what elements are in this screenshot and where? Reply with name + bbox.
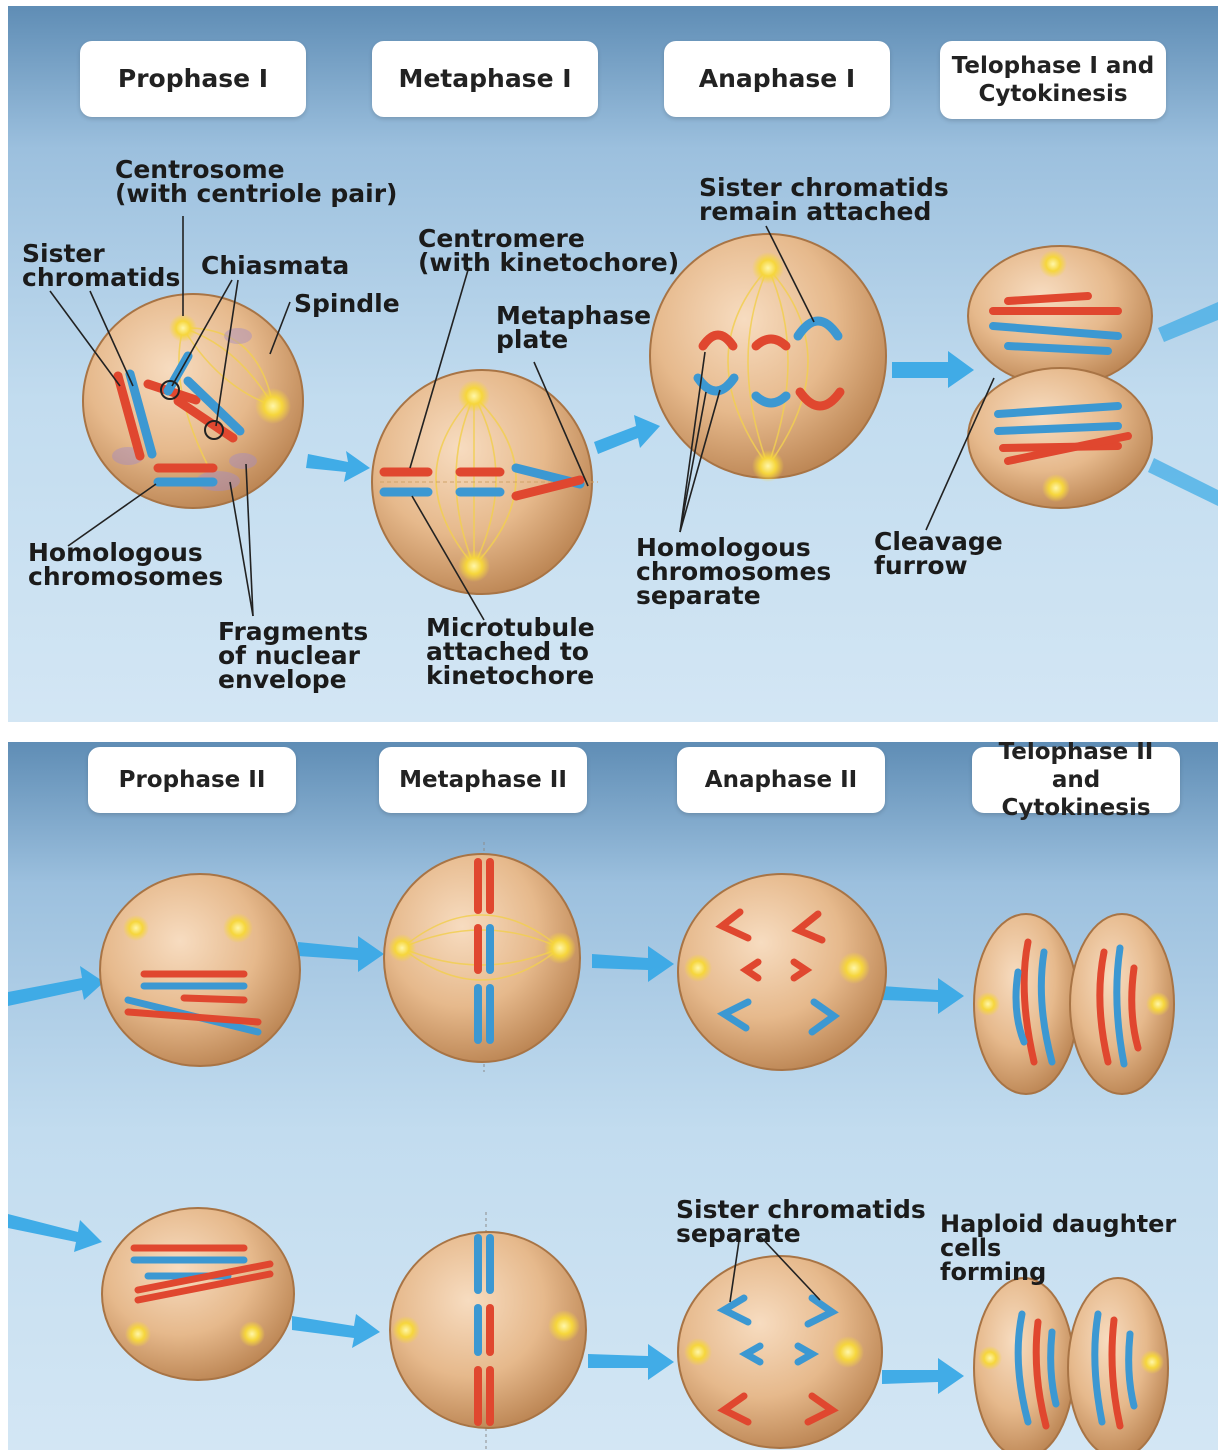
- cell-prophase-2-upper: [100, 874, 300, 1066]
- arrow-row2-1: [292, 1314, 380, 1348]
- label-cleavage-furrow: Cleavage furrow: [874, 530, 1003, 578]
- entry-arrow-upper: [8, 966, 104, 1006]
- label-homologous-separate: Homologous chromosomes separate: [636, 536, 831, 608]
- label-centromere: Centromere (with kinetochore): [418, 227, 679, 275]
- label-chiasmata: Chiasmata: [201, 254, 349, 278]
- meiosis-2-illustration: [8, 742, 1218, 1450]
- label-spindle: Spindle: [294, 292, 400, 316]
- cell-anaphase-1: [650, 234, 886, 482]
- arrow-row1-1: [298, 936, 384, 972]
- exit-arrow-upper: [1158, 302, 1218, 342]
- label-metaphase-plate: Metaphase plate: [496, 304, 651, 352]
- arrow-row1-3: [882, 978, 964, 1014]
- label-sister-chromatids-separate: Sister chromatids separate: [676, 1198, 926, 1246]
- stage-arrow-3: [892, 351, 974, 388]
- cell-anaphase-2-upper: [678, 874, 886, 1070]
- label-sister-remain-attached: Sister chromatids remain attached: [699, 176, 949, 224]
- meiosis-2-panel: Prophase II Metaphase II Anaphase II Tel…: [8, 742, 1218, 1450]
- label-centrosome: Centrosome (with centriole pair): [115, 158, 397, 206]
- cell-telophase-2-upper: [974, 914, 1174, 1094]
- arrow-row1-2: [592, 946, 674, 982]
- stage-arrow-2: [594, 415, 660, 454]
- cell-prophase-1: [83, 294, 303, 508]
- cell-telophase-1: [968, 246, 1152, 508]
- label-fragments-nuclear-envelope: Fragments of nuclear envelope: [218, 620, 368, 692]
- label-microtubule: Microtubule attached to kinetochore: [426, 616, 595, 688]
- label-haploid-daughter-cells: Haploid daughter cells forming: [940, 1212, 1218, 1284]
- meiosis-1-illustration: [8, 6, 1218, 722]
- cell-telophase-2-lower: [974, 1278, 1168, 1450]
- cell-metaphase-2-lower: [390, 1212, 586, 1450]
- exit-arrow-lower: [1148, 458, 1218, 506]
- cell-prophase-2-lower: [102, 1208, 294, 1380]
- entry-arrow-lower: [8, 1214, 102, 1252]
- cell-metaphase-2-upper: [384, 842, 580, 1072]
- meiosis-1-panel: Prophase I Metaphase I Anaphase I Teloph…: [8, 6, 1218, 722]
- label-sister-chromatids: Sister chromatids: [22, 242, 180, 290]
- arrow-row2-2: [588, 1344, 674, 1380]
- label-homologous-chromosomes: Homologous chromosomes: [28, 541, 223, 589]
- cell-anaphase-2-lower: [678, 1256, 882, 1448]
- stage-arrow-1: [306, 451, 370, 482]
- cell-metaphase-1: [372, 370, 598, 594]
- arrow-row2-3: [882, 1358, 964, 1394]
